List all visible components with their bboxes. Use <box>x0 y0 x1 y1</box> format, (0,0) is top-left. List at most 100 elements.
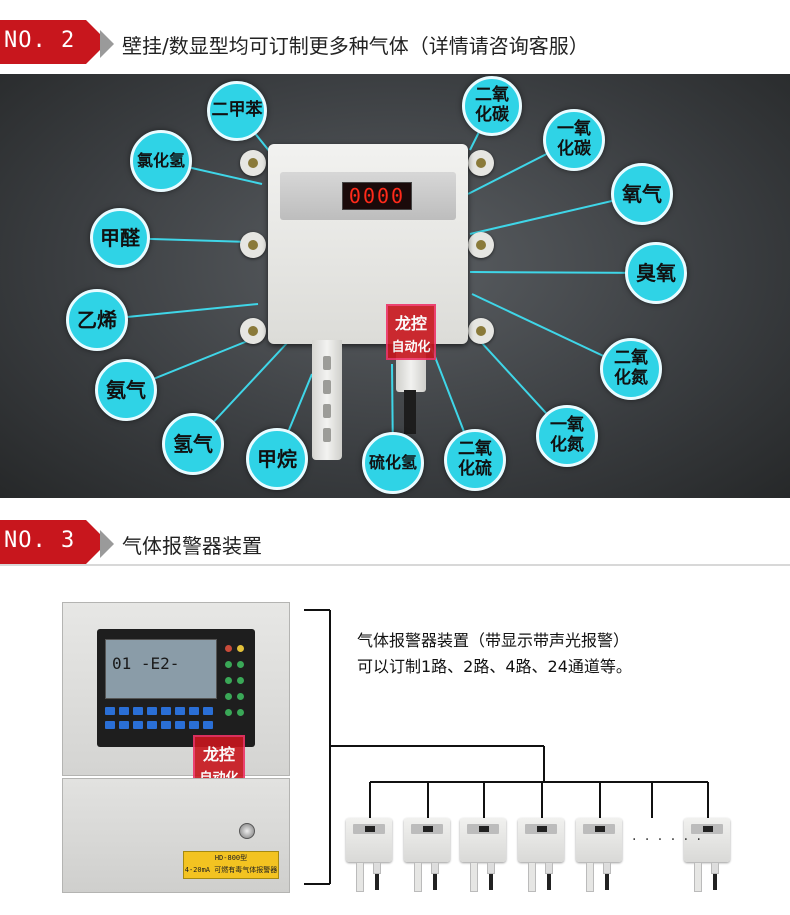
lock-icon <box>239 823 255 839</box>
alarm-description-line2: 可以订制1路、2路、4路、24通道等。 <box>357 657 632 676</box>
alarm-description-line1: 气体报警器装置（带显示带声光报警） <box>357 631 630 650</box>
gas-bubble-oxygen: 氧气 <box>611 163 673 225</box>
gas-label: 硫化氢 <box>368 452 417 472</box>
gas-bubble-hydrogen-chloride: 氯化氢 <box>130 130 192 192</box>
indicator-light <box>237 677 244 684</box>
gas-label: 二氧 化硫 <box>458 439 492 479</box>
detector-display-window: 0000 <box>280 172 456 220</box>
section-2-header: NO. 2 壁挂/数显型均可订制更多种气体（详情请咨询客服） <box>0 20 790 64</box>
gas-bubble-carbon-monoxide: 一氧 化碳 <box>543 109 605 171</box>
indicator-light <box>225 693 232 700</box>
mount-ear <box>240 318 266 344</box>
gas-bubble-nitric-oxide: 一氧 化氮 <box>536 405 598 467</box>
section-2-tag-text: NO. 2 <box>4 28 76 53</box>
gas-label: 甲醛 <box>100 225 140 250</box>
gas-label: 二甲苯 <box>211 100 263 121</box>
controller-panel: 01 -E2- <box>97 629 255 747</box>
mini-gas-detector <box>404 818 450 892</box>
gas-bubble-sulfur-dioxide: 二氧 化硫 <box>444 429 506 491</box>
gas-label: 臭氧 <box>636 260 676 285</box>
controller-lcd: 01 -E2- <box>105 639 217 699</box>
gas-label: 氯化氢 <box>136 150 185 170</box>
gas-label: 二氧 化氮 <box>614 348 648 388</box>
gas-label: 一氧 化氮 <box>550 415 584 455</box>
gas-bubble-dimethylbenzene: 二甲苯 <box>207 81 267 141</box>
gas-label: 氧气 <box>622 181 662 206</box>
indicator-light <box>225 677 232 684</box>
keypad-key <box>161 721 171 729</box>
controller-lcd-text: 01 -E2- <box>112 654 180 673</box>
keypad-key <box>189 707 199 715</box>
indicator-light <box>237 693 244 700</box>
controller-keypad <box>105 707 217 739</box>
model-plate: HD-800型 4-20mA 可燃有毒气体报警器 <box>183 851 279 879</box>
gas-label: 甲烷 <box>257 446 297 471</box>
indicator-light <box>237 709 244 716</box>
indicator-light <box>237 661 244 668</box>
gas-bubble-ozone: 臭氧 <box>625 242 687 304</box>
brand-stamp-line2: 自动化 <box>391 340 431 355</box>
section-3-header: NO. 3 气体报警器装置 <box>0 520 790 566</box>
gas-label: 二氧 化碳 <box>475 85 509 125</box>
indicator-light <box>225 661 232 668</box>
gas-detector-body: 0000 <box>268 144 468 344</box>
keypad-key <box>203 721 213 729</box>
brand-stamp-line1: 龙控 <box>394 314 427 333</box>
alarm-description: 气体报警器装置（带显示带声光报警） 可以订制1路、2路、4路、24通道等。 <box>357 628 632 680</box>
mount-ear <box>468 232 494 258</box>
indicator-light <box>225 709 232 716</box>
keypad-key <box>105 707 115 715</box>
mount-ear <box>468 150 494 176</box>
section-3-tag: NO. 3 <box>0 520 118 564</box>
indicator-light <box>237 645 244 652</box>
mount-ear <box>240 232 266 258</box>
brand-stamp-line1: 龙控 <box>202 745 235 764</box>
mini-gas-detector <box>460 818 506 892</box>
section-2-title: 壁挂/数显型均可订制更多种气体（详情请咨询客服） <box>122 34 589 58</box>
cable <box>404 390 416 434</box>
keypad-key <box>133 721 143 729</box>
gas-bubble-ammonia: 氨气 <box>95 359 157 421</box>
gas-types-banner: 0000 龙控 自动化 二甲苯氯化氢甲醛乙烯氨气氢气甲烷 硫化氢 二氧 化硫 一氧 化… <box>0 74 790 498</box>
model-plate-line2: 4-20mA 可燃有毒气体报警器 <box>184 866 278 874</box>
mini-gas-detector <box>518 818 564 892</box>
gas-bubble-carbon-dioxide: 二氧 化碳 <box>462 76 522 136</box>
gas-bubble-hydrogen-sulfide: 硫化氢 <box>362 432 424 494</box>
mini-gas-detector <box>576 818 622 892</box>
gas-bubble-nitrogen-dioxide: 二氧 化氮 <box>600 338 662 400</box>
keypad-key <box>147 721 157 729</box>
keypad-key <box>189 721 199 729</box>
section-2-tag: NO. 2 <box>0 20 118 64</box>
gas-label: 氢气 <box>173 431 213 456</box>
indicator-lights <box>221 639 249 739</box>
indicator-light <box>225 645 232 652</box>
model-plate-line1: HD-800型 <box>214 854 248 862</box>
brand-stamp: 龙控 自动化 <box>386 304 436 360</box>
mount-ear <box>468 318 494 344</box>
keypad-key <box>105 721 115 729</box>
keypad-key <box>175 707 185 715</box>
mini-gas-detector <box>684 818 730 892</box>
keypad-key <box>147 707 157 715</box>
keypad-key <box>119 721 129 729</box>
gas-bubble-ethylene: 乙烯 <box>66 289 128 351</box>
mini-gas-detector <box>346 818 392 892</box>
gas-label: 一氧 化碳 <box>557 119 591 159</box>
gas-label: 乙烯 <box>77 307 117 332</box>
keypad-key <box>161 707 171 715</box>
controller-cabinet-bottom: HD-800型 4-20mA 可燃有毒气体报警器 <box>62 778 290 893</box>
gas-bubble-methane: 甲烷 <box>246 428 308 490</box>
keypad-key <box>203 707 213 715</box>
keypad-key <box>175 721 185 729</box>
ellipsis: · · · · · · <box>632 832 703 848</box>
section-3-title: 气体报警器装置 <box>122 534 262 558</box>
mount-ear <box>240 150 266 176</box>
gas-bubble-formaldehyde: 甲醛 <box>90 208 150 268</box>
gas-bubble-hydrogen: 氢气 <box>162 413 224 475</box>
section-3-tag-text: NO. 3 <box>4 528 76 553</box>
keypad-key <box>119 707 129 715</box>
sensor-probe <box>312 340 342 460</box>
gas-label: 氨气 <box>106 377 146 402</box>
keypad-key <box>133 707 143 715</box>
